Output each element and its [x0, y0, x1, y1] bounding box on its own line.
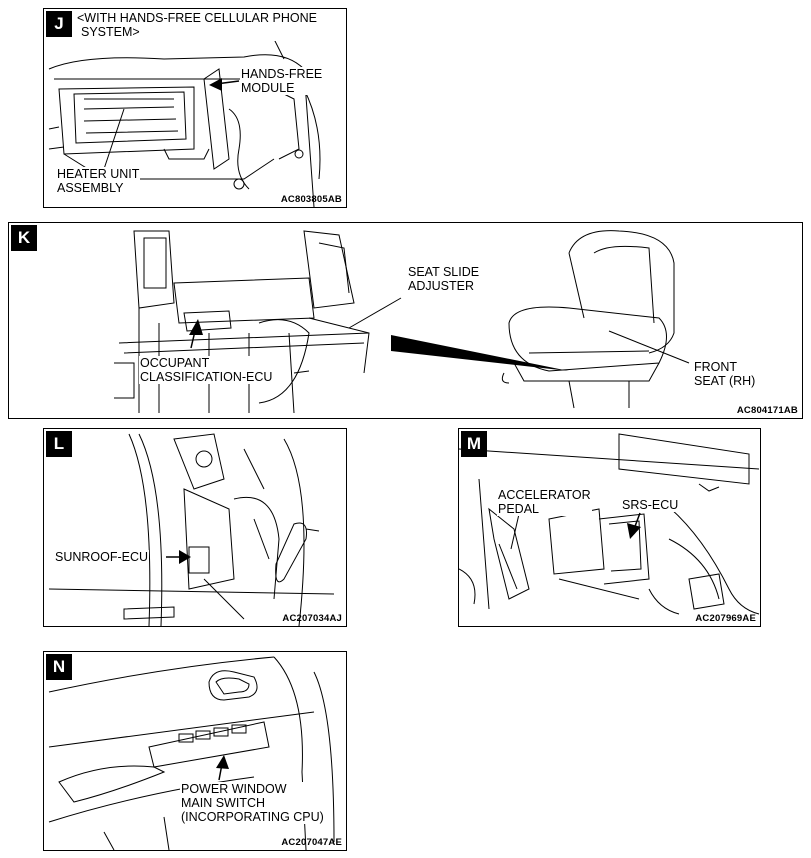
window-switch-illustration [48, 656, 335, 850]
panel-l-badge: L [46, 431, 72, 457]
front-seat-label-line1: FRONT [694, 360, 738, 374]
panel-n-code: AC207047AE [281, 837, 342, 848]
switch-label-line1: POWER WINDOW [181, 782, 287, 796]
panel-j-code: AC803805AB [280, 194, 342, 205]
sunroof-ecu-label: SUNROOF-ECU [54, 550, 150, 564]
srs-ecu-label: SRS-ECU [621, 498, 680, 512]
pedal-srs-illustration [459, 433, 760, 615]
panel-j-title-line1: <WITH HANDS-FREE CELLULAR PHONE [77, 11, 317, 25]
panel-k: K SEAT SLIDE ADJUSTER OCCUPANT CLASSIFIC… [8, 222, 803, 419]
front-seat-label-line2: SEAT (RH) [694, 374, 756, 388]
panel-k-badge: K [11, 225, 37, 251]
sunroof-ecu-illustration [48, 433, 335, 626]
seat-slide-label-line1: SEAT SLIDE [408, 265, 480, 279]
seat-slide-label-line2: ADJUSTER [408, 279, 474, 293]
accelerator-label-line1: ACCELERATOR [498, 488, 591, 502]
hands-free-module-label: HANDS-FREE MODULE [240, 67, 324, 95]
panel-l-code: AC207034AJ [282, 613, 342, 624]
accelerator-pedal-label: ACCELERATOR PEDAL [497, 488, 592, 516]
panel-l: L SUNROOF-ECU AC207034AJ [43, 428, 347, 627]
panel-k-code: AC804171AB [736, 405, 798, 416]
panel-j: J <WITH HANDS-FREE CELLULAR PHONE SYSTEM… [43, 8, 347, 208]
switch-label-line3: (INCORPORATING CPU) [181, 810, 324, 824]
panel-j-title: <WITH HANDS-FREE CELLULAR PHONE SYSTEM> [74, 9, 320, 41]
panel-n-badge: N [46, 654, 72, 680]
heater-unit-label-line2: ASSEMBLY [57, 181, 124, 195]
heater-unit-label-line1: HEATER UNIT [57, 167, 140, 181]
seat-ecu-illustration [114, 230, 690, 414]
panel-m-badge: M [461, 431, 487, 457]
heater-unit-label: HEATER UNIT ASSEMBLY [56, 167, 141, 195]
panel-n: N POWER WINDOW MAIN SWITCH (INCORPORATIN… [43, 651, 347, 851]
occupant-label-line2: CLASSIFICATION-ECU [140, 370, 273, 384]
panel-m-code: AC207969AE [695, 613, 756, 624]
seat-slide-adjuster-label: SEAT SLIDE ADJUSTER [407, 265, 481, 293]
panel-j-badge: J [46, 11, 72, 37]
power-window-switch-label: POWER WINDOW MAIN SWITCH (INCORPORATING … [180, 782, 325, 824]
hands-free-module-label-line2: MODULE [241, 81, 295, 95]
accelerator-label-line2: PEDAL [498, 502, 539, 516]
front-seat-label: FRONT SEAT (RH) [693, 360, 757, 388]
panel-m: M ACCELERATOR PEDAL SRS-ECU AC207969AE [458, 428, 761, 627]
switch-label-line2: MAIN SWITCH [181, 796, 266, 810]
panel-j-title-line2: SYSTEM> [81, 25, 140, 39]
occupant-classification-ecu-label: OCCUPANT CLASSIFICATION-ECU [139, 356, 274, 384]
occupant-label-line1: OCCUPANT [140, 356, 210, 370]
hands-free-module-label-line1: HANDS-FREE [241, 67, 323, 81]
